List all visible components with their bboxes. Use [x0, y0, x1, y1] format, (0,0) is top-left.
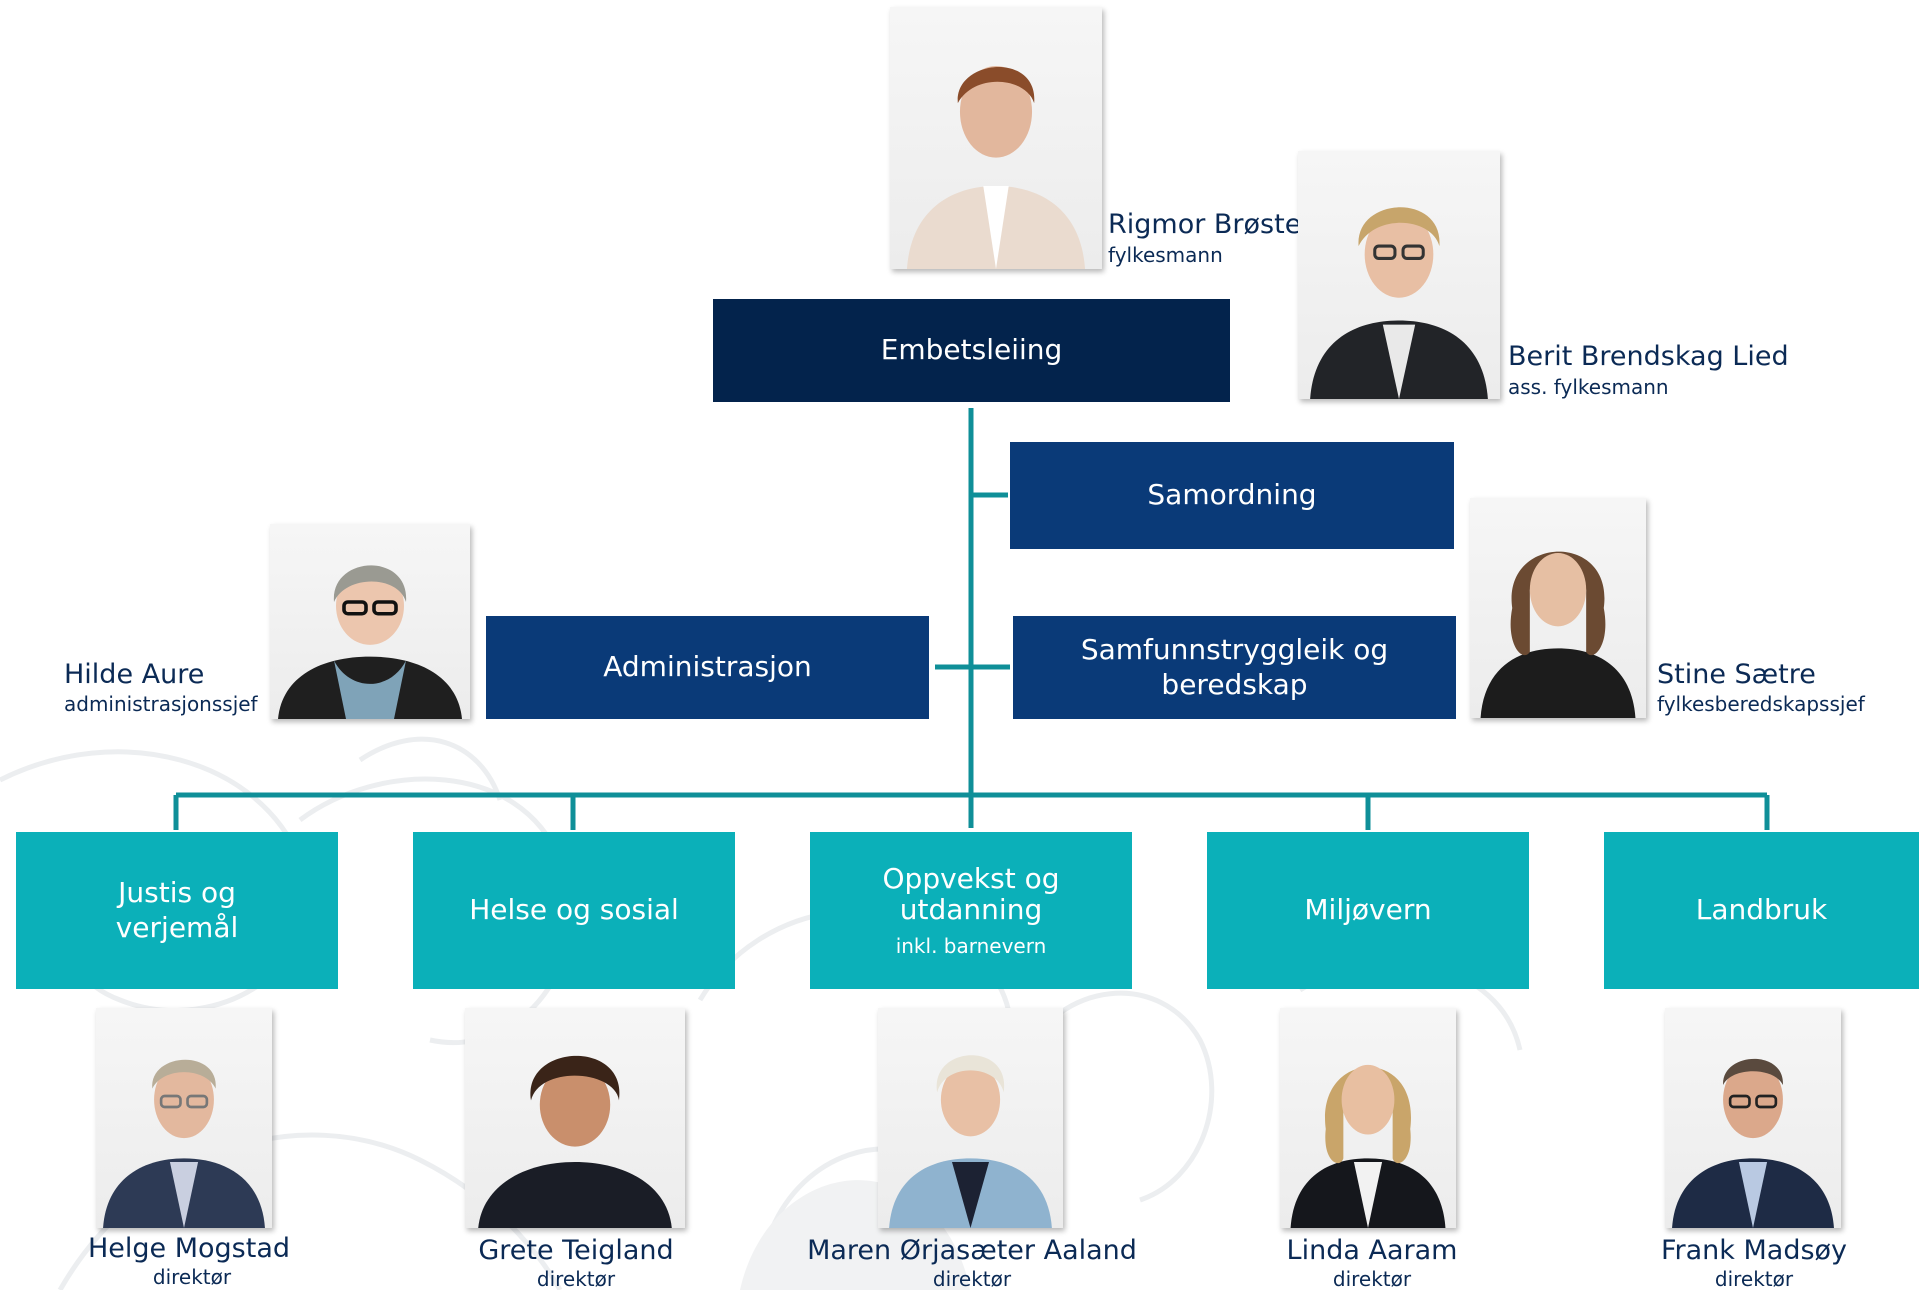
box-samfunnstryggleik-line2: beredskap [1161, 667, 1308, 701]
name-rigmor-broste: Rigmor Brøste [1108, 209, 1302, 240]
box-embetsleiing: Embetsleiing [713, 299, 1230, 402]
box-oppvekst-og-utdanning: Oppvekst og utdanning inkl. barnevern [810, 832, 1132, 989]
title-rigmor-broste: fylkesmann [1108, 243, 1223, 267]
box-samordning-label: Samordning [1147, 478, 1317, 512]
box-administrasjon: Administrasjon [486, 616, 929, 719]
dept-helse-label: Helse og sosial [469, 893, 679, 927]
photo-maren-orjasaeter-aaland [878, 1008, 1063, 1228]
box-samordning: Samordning [1010, 442, 1454, 549]
box-miljovern: Miljøvern [1207, 832, 1529, 989]
box-helse-og-sosial: Helse og sosial [413, 832, 735, 989]
dept-oppvekst-sub: inkl. barnevern [895, 934, 1047, 959]
name-stine-saetre: Stine Sætre [1657, 659, 1816, 690]
photo-grete-teigland [465, 1008, 685, 1228]
name-hilde-aure: Hilde Aure [64, 659, 205, 690]
photo-frank-madsoy [1665, 1008, 1841, 1228]
title-linda-aaram: direktør [1332, 1267, 1412, 1291]
box-samfunnstryggleik-line1: Samfunnstryggleik og [1080, 632, 1389, 666]
name-helge-mogstad: Helge Mogstad [87, 1233, 291, 1264]
photo-rigmor-broste [890, 7, 1102, 269]
box-administrasjon-label: Administrasjon [603, 650, 812, 684]
box-justis-og-verjemal: Justis og verjemål [16, 832, 338, 989]
box-landbruk: Landbruk [1604, 832, 1919, 989]
box-embetsleiing-label: Embetsleiing [880, 333, 1063, 367]
dept-oppvekst-label: Oppvekst og utdanning [882, 861, 1060, 926]
dept-justis-line1: Justis og [118, 875, 236, 909]
name-linda-aaram: Linda Aaram [1286, 1235, 1458, 1266]
photo-hilde-aure [270, 524, 470, 719]
box-samfunnstryggleik: Samfunnstryggleik og beredskap [1013, 616, 1456, 719]
photo-stine-saetre [1470, 498, 1646, 718]
dept-miljovern-label: Miljøvern [1304, 893, 1432, 927]
title-stine-saetre: fylkesberedskapssjef [1657, 692, 1865, 716]
dept-landbruk-label: Landbruk [1695, 893, 1828, 927]
title-helge-mogstad: direktør [152, 1265, 232, 1289]
name-berit-brendskag-lied: Berit Brendskag Lied [1508, 341, 1789, 372]
name-grete-teigland: Grete Teigland [478, 1235, 674, 1266]
name-frank-madsoy: Frank Madsøy [1660, 1235, 1848, 1266]
title-maren-orjasaeter-aaland: direktør [932, 1267, 1012, 1291]
name-maren-orjasaeter-aaland: Maren Ørjasæter Aaland [807, 1235, 1137, 1266]
photo-linda-aaram [1280, 1008, 1456, 1228]
title-grete-teigland: direktør [536, 1267, 616, 1291]
photo-berit-brendskag-lied [1298, 151, 1500, 399]
photo-helge-mogstad [96, 1008, 272, 1228]
title-hilde-aure: administrasjonssjef [64, 692, 258, 716]
title-berit-brendskag-lied: ass. fylkesmann [1508, 375, 1669, 399]
title-frank-madsoy: direktør [1714, 1267, 1794, 1291]
dept-justis-line2: verjemål [115, 910, 239, 944]
